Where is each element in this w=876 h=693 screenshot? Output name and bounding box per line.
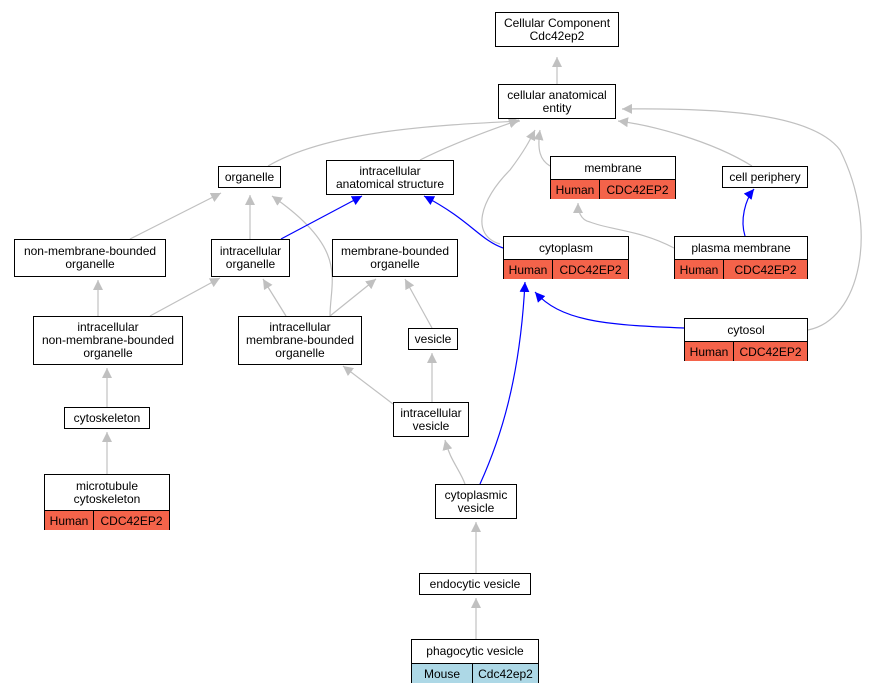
term-label: plasma membrane	[691, 240, 791, 255]
gene-cell: CDC42EP2	[733, 342, 807, 361]
go-term-inmbo[interactable]: intracellular non-membrane-bounded organ…	[33, 316, 183, 365]
go-term-cae[interactable]: cellular anatomical entity	[498, 84, 616, 119]
edge-organelle-to-cae	[267, 116, 521, 167]
edge-vesicle-to-mbo	[404, 278, 433, 329]
term-label: intracellular vesicle	[400, 405, 462, 433]
edge-pm-to-membrane	[573, 202, 675, 249]
term-label: Cellular Component Cdc42ep2	[503, 15, 611, 43]
term-label: membrane	[584, 160, 642, 175]
edge-cytoplasm-to-cae	[481, 129, 536, 245]
edge-cytoves-to-cytoplasm	[479, 281, 530, 485]
edge-intorg-to-ias	[280, 195, 363, 240]
gene-cell: Cdc42ep2	[472, 664, 538, 683]
edge-ias-to-cae	[419, 118, 520, 161]
term-label: non-membrane-bounded organelle	[23, 244, 157, 271]
term-label: intracellular anatomical structure	[335, 163, 445, 191]
go-term-organelle[interactable]: organelle	[218, 166, 281, 188]
species-cell: Mouse	[412, 664, 472, 683]
term-label: cellular anatomical entity	[507, 87, 607, 115]
term-label: microtubule cytoskeleton	[73, 478, 141, 506]
edge-cellperiph-to-cae	[617, 117, 753, 167]
edges-layer	[93, 57, 862, 639]
term-label: membrane-bounded organelle	[340, 244, 450, 271]
term-label: vesicle	[414, 331, 452, 346]
go-term-nmbo[interactable]: non-membrane-bounded organelle	[14, 239, 166, 277]
term-label: cytosol	[727, 322, 765, 337]
go-term-cellperiph[interactable]: cell periphery	[722, 166, 808, 188]
edge-inmbo-to-intorg	[149, 277, 221, 317]
term-label: cytoplasmic vesicle	[444, 487, 508, 515]
species-cell: Human	[685, 342, 733, 361]
term-label: cell periphery	[729, 169, 801, 184]
edge-cytosol-to-cae	[621, 103, 862, 331]
go-term-cytoves[interactable]: cytoplasmic vesicle	[435, 484, 517, 519]
go-term-root[interactable]: Cellular Component Cdc42ep2	[495, 12, 619, 47]
term-label: intracellular non-membrane-bounded organ…	[41, 320, 175, 360]
edge-intves-to-imbo	[342, 365, 394, 405]
go-term-ias[interactable]: intracellular anatomical structure	[326, 160, 454, 195]
edge-membrane-to-cae	[533, 129, 551, 167]
go-term-intves[interactable]: intracellular vesicle	[393, 402, 469, 437]
go-term-vesicle[interactable]: vesicle	[408, 328, 458, 350]
edge-imbo-to-organelle	[271, 195, 333, 317]
term-label: cytoskeleton	[73, 410, 141, 425]
edge-imbo-to-intorg	[262, 278, 287, 317]
term-label: endocytic vesicle	[429, 576, 521, 591]
term-label: intracellular membrane-bounded organelle	[245, 320, 355, 360]
gene-cell: CDC42EP2	[599, 180, 675, 199]
go-term-intorg[interactable]: intracellular organelle	[211, 239, 290, 277]
gene-cell: CDC42EP2	[552, 260, 628, 279]
edge-pm-to-cellperiph	[742, 188, 755, 237]
species-cell: Human	[551, 180, 599, 199]
edge-cytoplasm-to-ias	[423, 195, 504, 249]
gene-cell: CDC42EP2	[723, 260, 807, 279]
go-term-cytoskeleton[interactable]: cytoskeleton	[64, 407, 150, 429]
edge-imbo-to-mbo	[329, 278, 377, 317]
term-label: intracellular organelle	[219, 244, 282, 271]
edge-nmbo-to-organelle	[129, 192, 222, 240]
term-label: cytoplasm	[538, 240, 594, 255]
term-label: organelle	[224, 169, 275, 184]
species-cell: Human	[675, 260, 723, 279]
edge-cytosol-to-cytoplasm	[534, 291, 685, 329]
term-label: phagocytic vesicle	[426, 644, 524, 658]
species-cell: Human	[45, 511, 93, 530]
go-term-mbo[interactable]: membrane-bounded organelle	[332, 239, 458, 277]
edge-cytoves-to-intves	[442, 439, 466, 485]
go-term-imbo[interactable]: intracellular membrane-bounded organelle	[238, 316, 362, 365]
gene-cell: CDC42EP2	[93, 511, 169, 530]
species-cell: Human	[504, 260, 552, 279]
go-term-endo[interactable]: endocytic vesicle	[419, 573, 531, 595]
